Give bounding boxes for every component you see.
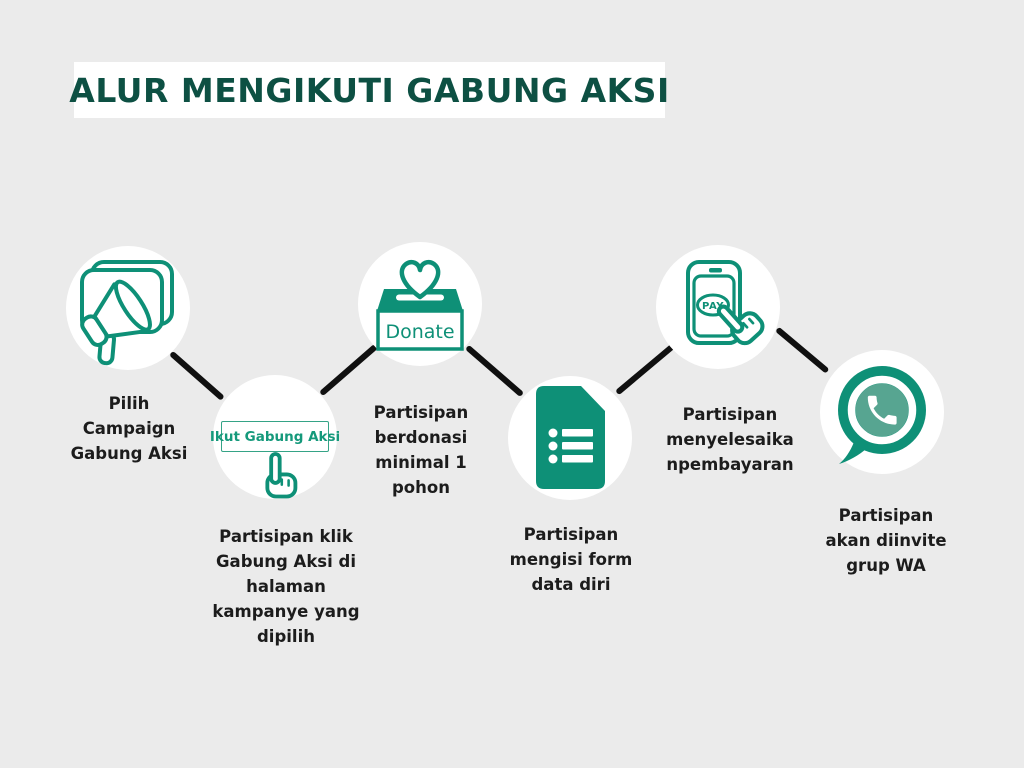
step-label-6-line: grup WA [846, 556, 926, 575]
step-label-3-line: minimal 1 [375, 453, 467, 472]
step-label-3-line: pohon [392, 478, 450, 497]
step-label-1-line: Gabung Aksi [70, 444, 188, 463]
phone-pay-icon: PAY [686, 260, 780, 369]
ikut-gabung-aksi-button: Ikut Gabung Aksi [210, 421, 340, 452]
step-label-1-line: Campaign [82, 419, 176, 438]
step-circle-2: Ikut Gabung Aksi [210, 375, 340, 499]
step-label-2-line: Gabung Aksi di [216, 552, 356, 571]
step-label-6: Partisipan akan diinvite grup WA [791, 503, 981, 578]
step-label-4-line: data diri [531, 575, 611, 594]
step-label-3: Partisipan berdonasi minimal 1 pohon [326, 400, 516, 500]
step-circle-6 [820, 350, 944, 474]
step-label-5-line: menyelesaika [666, 430, 794, 449]
step-label-4-line: Partisipan [523, 525, 619, 544]
step-label-2: Partisipan klik Gabung Aksi di halaman k… [191, 524, 381, 649]
step-circle-1 [66, 246, 190, 370]
step-label-1-line: Pilih [108, 394, 150, 413]
page-title: ALUR MENGIKUTI GABUNG AKSI [69, 70, 670, 110]
step-label-5: Partisipan menyelesaika npembayaran [635, 402, 825, 477]
step-label-5-line: Partisipan [682, 405, 778, 424]
step-label-6-line: akan diinvite [825, 531, 947, 550]
step-label-2-line: halaman [246, 577, 326, 596]
step-label-3-line: Partisipan [373, 403, 469, 422]
step-circle-4 [508, 376, 632, 500]
step-circle-5: PAY [656, 245, 780, 369]
step-label-1: Pilih Campaign Gabung Aksi [34, 391, 224, 466]
pay-button-label: PAY [702, 301, 724, 312]
ikut-gabung-aksi-button-label: Ikut Gabung Aksi [209, 428, 341, 445]
step-circle-3: Donate [358, 242, 482, 366]
step-label-6-line: Partisipan [838, 506, 934, 525]
title-banner: ALUR MENGIKUTI GABUNG AKSI [69, 62, 669, 118]
tap-hand-icon [265, 452, 298, 499]
step-label-2-line: dipilih [257, 627, 315, 646]
step-label-4-line: mengisi form [509, 550, 633, 569]
step-label-4: Partisipan mengisi form data diri [476, 522, 666, 597]
megaphone-campaign-icon [80, 260, 174, 366]
step-label-5-line: npembayaran [666, 455, 794, 474]
step-label-2-line: kampanye yang [212, 602, 360, 621]
whatsapp-icon [838, 366, 926, 464]
donate-box-icon: Donate [376, 260, 464, 351]
donate-box-label: Donate [385, 321, 454, 343]
form-document-icon [536, 386, 605, 489]
step-label-2-line: Partisipan klik [219, 527, 353, 546]
step-label-3-line: berdonasi [374, 428, 468, 447]
